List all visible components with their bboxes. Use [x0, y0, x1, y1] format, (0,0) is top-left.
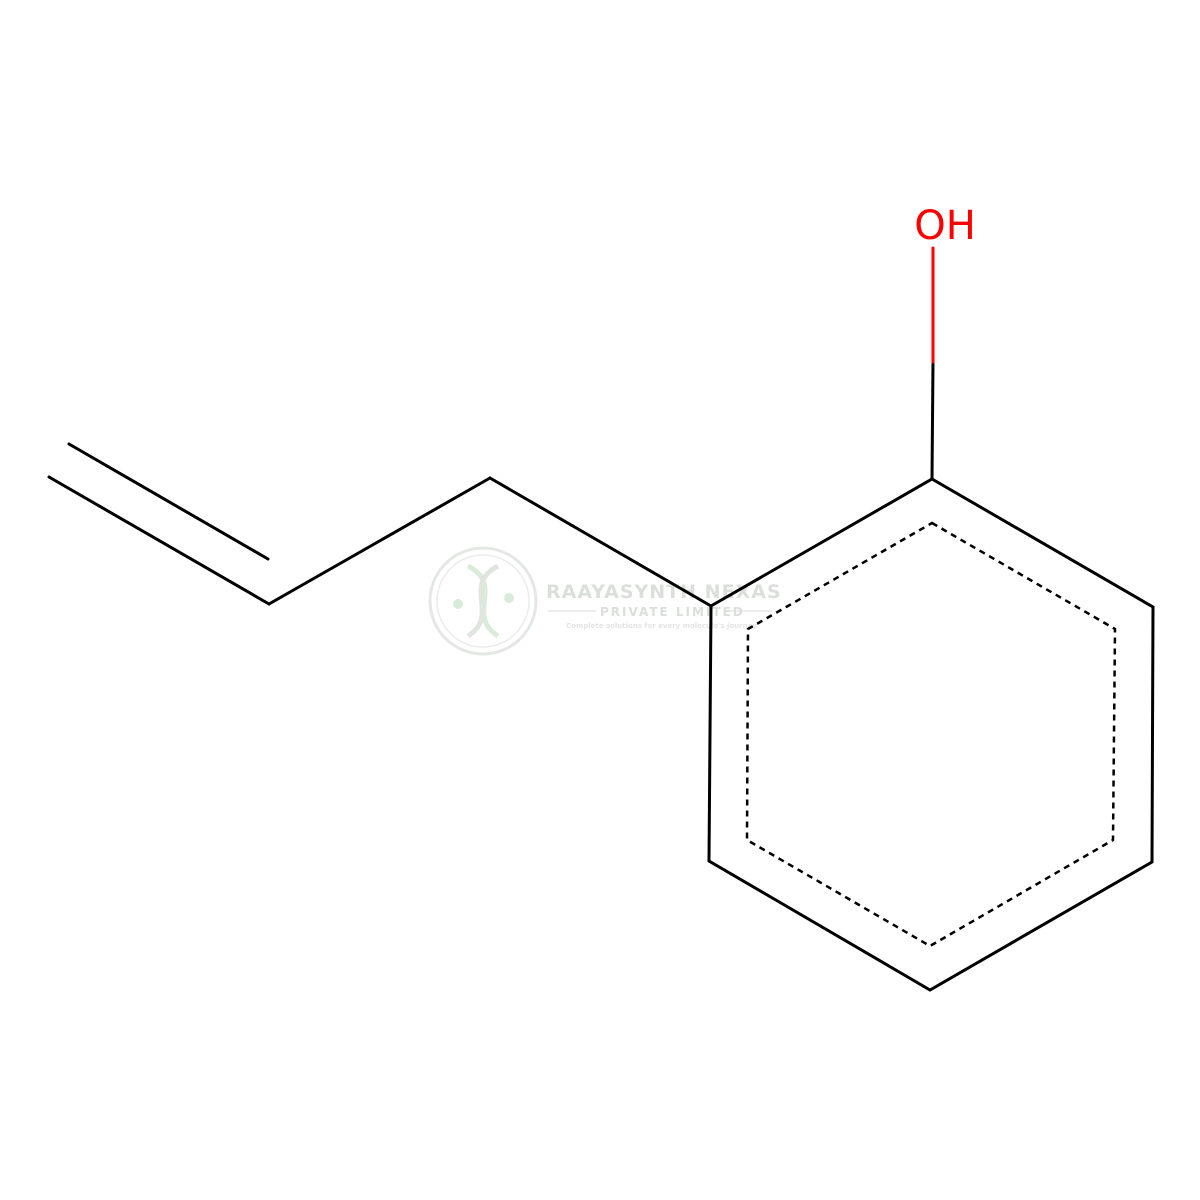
- benzene-ring: [707, 477, 1155, 992]
- ring-outer-bonds: [707, 477, 1155, 992]
- ring-aromatic-bonds: [745, 521, 1117, 948]
- chain-bond-1: [267, 476, 492, 606]
- allyl-group: [47, 442, 713, 608]
- co-bond-carbon-half: [930, 360, 935, 481]
- chain-bond-2: [488, 476, 713, 608]
- dna-helix-icon: [428, 546, 538, 656]
- watermark-company: RAAYASYNTH NEXAS: [546, 581, 782, 603]
- vinyl-bond-inner: [67, 442, 270, 561]
- hydroxyl-group: OH: [914, 203, 976, 481]
- watermark-tagline: Complete solutions for every molecule's …: [566, 622, 757, 630]
- watermark: RAAYASYNTH NEXAS PRIVATE LIMITED Complet…: [428, 546, 782, 656]
- watermark-subtitle: PRIVATE LIMITED: [600, 605, 745, 619]
- oh-label: OH: [914, 203, 976, 249]
- vinyl-bond-outer: [47, 475, 271, 606]
